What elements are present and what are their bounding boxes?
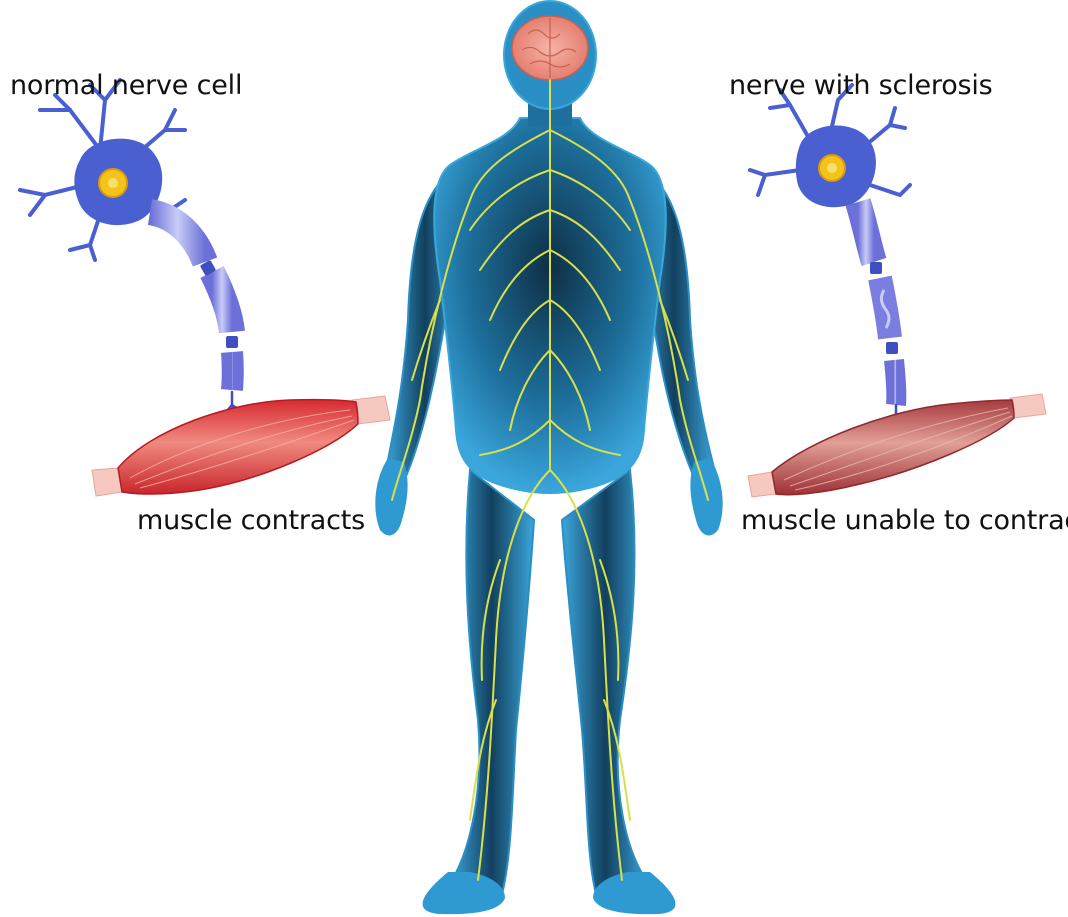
sclerosis-nerve-cell-illustration <box>748 85 1046 497</box>
normal-nerve-cell-illustration <box>20 80 390 496</box>
nerve-with-sclerosis-label: nerve with sclerosis <box>729 70 993 101</box>
muscle-unable-to-contract-label: muscle unable to contract <box>741 505 1068 536</box>
muscle-contracts-label: muscle contracts <box>137 505 365 536</box>
weak-muscle-tendon-right <box>1010 394 1046 418</box>
healthy-muscle-tendon-left <box>92 468 122 496</box>
damaged-myelin-sheath <box>858 202 898 405</box>
human-body-figure <box>375 1 722 914</box>
left-leg <box>449 470 534 903</box>
normal-myelin-sheath <box>150 212 238 390</box>
left-hand <box>375 458 407 535</box>
normal-nerve-cell-label: normal nerve cell <box>10 70 242 101</box>
right-leg <box>562 470 649 903</box>
weak-muscle-tendon-left <box>748 472 776 497</box>
